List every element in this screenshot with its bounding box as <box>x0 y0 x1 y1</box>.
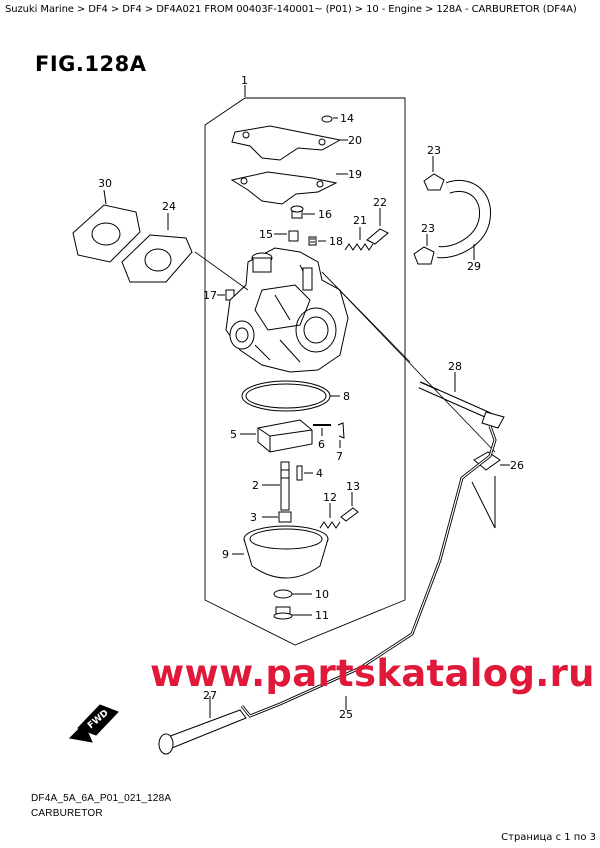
callout-30: 30 <box>98 177 112 190</box>
float-bowl-9 <box>232 525 329 579</box>
spring-18 <box>308 236 326 246</box>
clamp-23-bottom <box>413 234 435 265</box>
assembly-frame <box>204 97 406 646</box>
callout-1: 1 <box>241 74 248 87</box>
callout-16: 16 <box>318 208 332 221</box>
gasket-10 <box>273 589 293 599</box>
callout-17: 17 <box>203 289 217 302</box>
spacer-30 <box>72 189 141 263</box>
figure-title: FIG.128A <box>35 52 147 76</box>
callout-22: 22 <box>373 196 387 209</box>
plate-19 <box>230 171 338 205</box>
carburetor-body <box>225 247 349 373</box>
callout-2: 2 <box>252 479 259 492</box>
callout-3: 3 <box>250 511 257 524</box>
screw-22 <box>366 208 389 245</box>
figure-name: CARBURETOR <box>31 808 103 819</box>
float-5 <box>240 419 313 453</box>
callout-14: 14 <box>340 112 354 125</box>
screw-15 <box>274 230 299 242</box>
callout-29: 29 <box>467 260 481 273</box>
callout-21: 21 <box>353 214 367 227</box>
callout-20: 20 <box>348 134 362 147</box>
drain-screw-11 <box>273 606 312 620</box>
callout-26: 26 <box>510 459 524 472</box>
callout-12: 12 <box>323 491 337 504</box>
spring-12 <box>319 521 341 529</box>
clip-26 <box>471 451 510 529</box>
pilot-screw-13 <box>340 507 359 522</box>
callout-19: 19 <box>348 168 362 181</box>
callout-18: 18 <box>329 235 343 248</box>
callout-24: 24 <box>162 200 176 213</box>
plug-16 <box>290 205 315 219</box>
callout-23-top: 23 <box>427 144 441 157</box>
callout-23-bottom: 23 <box>421 222 435 235</box>
page-indicator: Страница с 1 по 3 <box>501 832 596 843</box>
breadcrumb[interactable]: Suzuki Marine > DF4 > DF4 > DF4A021 FROM… <box>5 4 577 15</box>
callout-9: 9 <box>222 548 229 561</box>
gasket-24 <box>121 213 193 283</box>
needle-valve-4 <box>296 465 313 481</box>
clamp-23-top <box>423 156 445 191</box>
knob-27 <box>158 696 247 755</box>
callout-8: 8 <box>343 390 350 403</box>
callout-4: 4 <box>316 467 323 480</box>
figure-code: DF4A_5A_6A_P01_021_128A <box>31 793 172 804</box>
callout-5: 5 <box>230 428 237 441</box>
callout-27: 27 <box>203 689 217 702</box>
screw-14 <box>321 115 338 123</box>
callout-11: 11 <box>315 609 329 622</box>
callout-6: 6 <box>318 438 325 451</box>
callout-7: 7 <box>336 450 343 463</box>
callout-10: 10 <box>315 588 329 601</box>
clip-7 <box>337 422 345 439</box>
o-ring-8 <box>241 380 331 412</box>
main-nozzle-2 <box>262 461 290 511</box>
gasket-20 <box>231 125 342 161</box>
bolt-28 <box>418 372 505 429</box>
fwd-arrow-icon <box>68 704 119 743</box>
spring-21 <box>344 227 374 251</box>
watermark: www.partskatalog.ru <box>150 652 595 695</box>
callout-13: 13 <box>346 480 360 493</box>
callout-25: 25 <box>339 708 353 721</box>
main-jet-3 <box>262 511 292 523</box>
callout-15: 15 <box>259 228 273 241</box>
callout-28: 28 <box>448 360 462 373</box>
